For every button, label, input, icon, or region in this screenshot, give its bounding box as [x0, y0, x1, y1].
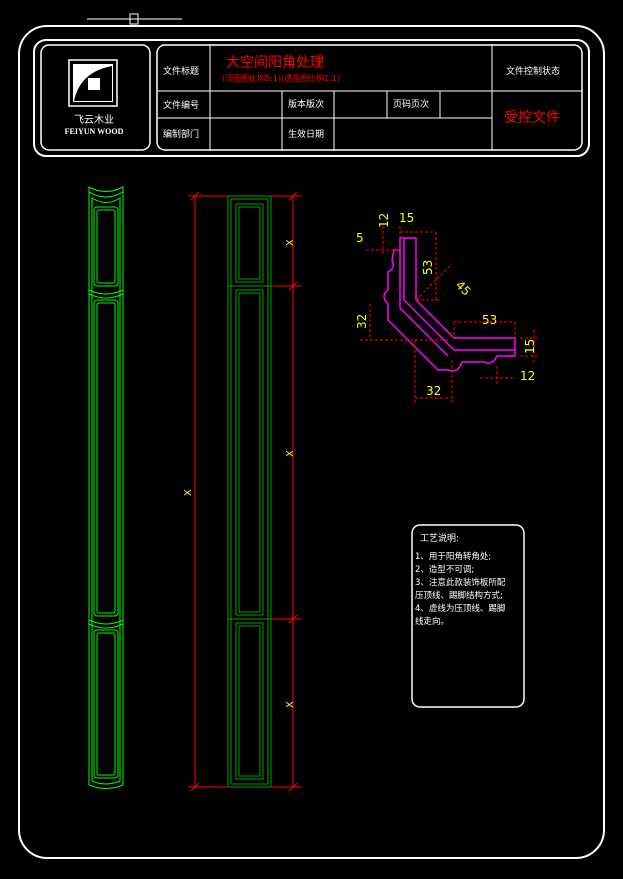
notes-box [411, 524, 525, 708]
document-subtitle: (顶图图比例5:1)(透视图比例1:1) [222, 73, 340, 83]
dim-12: 12 [377, 213, 391, 228]
note-line-6: 线走向。 [415, 616, 449, 627]
company-logo-icon [68, 59, 118, 107]
dim-x-top: X [285, 239, 296, 246]
label-version: 版本版次 [288, 98, 324, 110]
company-name-en: FEIYUN WOOD [65, 127, 124, 136]
document-title: 大空间阳角处理 [226, 55, 324, 71]
dim-x-total: X [183, 489, 194, 496]
dim-x-middle: X [285, 450, 296, 457]
table-box [156, 44, 583, 151]
note-line-4: 压顶线、踢脚结构方式; [415, 590, 503, 601]
profile-dimension-lines [360, 226, 540, 405]
note-line-3: 3、注意此款装饰板所配 [415, 577, 506, 588]
corner-profile [383, 237, 516, 372]
label-effective-date: 生效日期 [288, 128, 324, 140]
molding-front-view [227, 195, 272, 788]
dim-15-top: 15 [399, 211, 414, 225]
dim-x-bottom: X [285, 701, 296, 708]
dim-53-a: 53 [421, 260, 435, 275]
dim-5: 5 [356, 231, 364, 245]
control-status-value: 受控文件 [504, 110, 560, 126]
logo-box [40, 44, 151, 151]
header-frame [33, 39, 590, 157]
label-edit-dept: 编制部门 [163, 128, 199, 140]
label-file-number: 文件编号 [163, 99, 199, 111]
molding-elevation [88, 186, 124, 789]
dim-12-bottom: 12 [520, 369, 535, 383]
outer-frame [18, 25, 605, 859]
dimension-x-labels: X X X X [183, 239, 296, 708]
top-indicator [87, 13, 182, 25]
dim-45: 45 [453, 278, 474, 299]
label-file-control-status: 文件控制状态 [506, 65, 560, 77]
note-line-5: 4、虚线为压顶线、踢脚 [415, 603, 505, 614]
dimension-lines-molding [188, 191, 302, 792]
label-file-title: 文件标题 [163, 65, 199, 77]
dim-32-bottom: 32 [426, 384, 441, 398]
notes-title: 工艺说明: [420, 532, 459, 544]
dim-32-left: 32 [355, 314, 369, 329]
title-block-grid [157, 45, 582, 150]
note-line-1: 1、用于阳角转角处; [415, 551, 491, 562]
dim-15-right: 15 [523, 339, 537, 354]
company-name: 飞云木业 [74, 114, 114, 126]
label-page-no: 页码页次 [393, 98, 429, 110]
dim-53-b: 53 [482, 313, 497, 327]
note-line-2: 2、造型不可调; [415, 564, 474, 575]
